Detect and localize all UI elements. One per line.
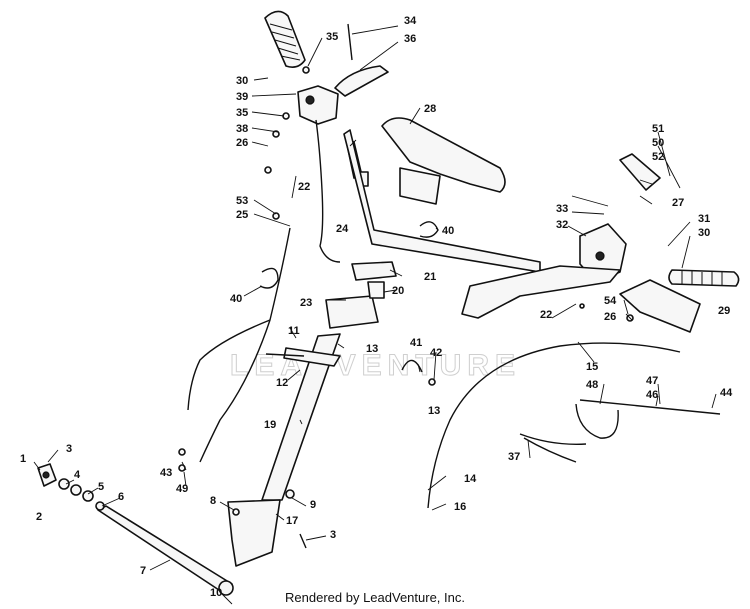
lower-clamp — [325, 295, 379, 329]
callout-30: 30 — [236, 75, 248, 87]
callout-50: 50 — [652, 137, 664, 149]
callout-54: 54 — [604, 295, 617, 307]
callout-28: 28 — [424, 103, 436, 115]
callout-27: 27 — [672, 197, 684, 209]
callout-8: 8 — [210, 495, 216, 507]
callout-10: 10 — [210, 587, 222, 599]
callout-17: 17 — [286, 515, 298, 527]
callout-6: 6 — [118, 491, 124, 503]
callout-43: 43 — [160, 467, 172, 479]
choke-cable — [187, 319, 271, 411]
callout-33: 33 — [556, 203, 568, 215]
callout-4: 4 — [74, 469, 81, 481]
callout-29: 29 — [718, 305, 730, 317]
callout-34: 34 — [404, 15, 417, 27]
callout-24: 24 — [336, 223, 349, 235]
leader-lines — [33, 25, 717, 605]
callout-20: 20 — [392, 285, 404, 297]
callout-13: 13 — [366, 343, 378, 355]
small-hardware — [178, 23, 634, 549]
callout-26: 26 — [236, 137, 248, 149]
callout-41: 41 — [410, 337, 422, 349]
callout-36: 36 — [404, 33, 416, 45]
right-grip — [668, 269, 740, 287]
callout-51: 51 — [652, 123, 664, 135]
lower-support — [227, 499, 281, 567]
callout-31: 31 — [698, 213, 710, 225]
steering-post — [261, 333, 341, 501]
callout-37: 37 — [508, 451, 520, 463]
callout-16: 16 — [454, 501, 466, 513]
clip-41 — [401, 359, 423, 373]
callout-9: 9 — [310, 499, 316, 511]
right-lever-base — [461, 265, 621, 319]
handlebar-pad — [381, 117, 506, 193]
upper-clamp — [351, 261, 397, 281]
tie-rod-end — [37, 463, 105, 511]
callouts: 1 2 3 3 4 5 6 7 8 9 10 11 12 13 13 14 15… — [20, 15, 733, 599]
throttle-cable-left — [199, 227, 291, 463]
harness-46-48 — [575, 399, 721, 439]
callout-52: 52 — [652, 151, 664, 163]
callout-32: 32 — [556, 219, 568, 231]
cable-15 — [427, 342, 681, 509]
callout-53: 53 — [236, 195, 248, 207]
callout-7: 7 — [140, 565, 146, 577]
pad-mount — [399, 167, 441, 205]
callout-2: 2 — [36, 511, 42, 523]
callout-12: 12 — [276, 377, 288, 389]
callout-26: 26 — [604, 311, 616, 323]
callout-22: 22 — [298, 181, 310, 193]
callout-11: 11 — [288, 325, 300, 337]
retaining-ring-left — [259, 267, 279, 289]
callout-22: 22 — [540, 309, 552, 321]
callout-21: 21 — [424, 271, 436, 283]
callout-14: 14 — [464, 473, 477, 485]
steering-arm — [97, 505, 233, 593]
left-grip — [264, 10, 306, 68]
callout-39: 39 — [236, 91, 248, 103]
callout-1: 1 — [20, 453, 26, 465]
callout-38: 38 — [236, 123, 248, 135]
callout-47: 47 — [646, 375, 658, 387]
callout-49: 49 — [176, 483, 188, 495]
footer-credit: Rendered by LeadVenture, Inc. — [285, 590, 465, 605]
callout-44: 44 — [720, 387, 733, 399]
retaining-ring-right — [419, 221, 439, 238]
callout-30: 30 — [698, 227, 710, 239]
callout-5: 5 — [98, 481, 104, 493]
callout-13: 13 — [428, 405, 440, 417]
clamp-bolt — [367, 281, 385, 299]
callout-19: 19 — [264, 419, 276, 431]
callout-48: 48 — [586, 379, 598, 391]
callout-3: 3 — [66, 443, 72, 455]
callout-23: 23 — [300, 297, 312, 309]
callout-40: 40 — [442, 225, 454, 237]
callout-25: 25 — [236, 209, 248, 221]
callout-3: 3 — [330, 529, 336, 541]
callout-35: 35 — [236, 107, 248, 119]
callout-42: 42 — [430, 347, 442, 359]
callout-40: 40 — [230, 293, 242, 305]
callout-15: 15 — [586, 361, 598, 373]
callout-46: 46 — [646, 389, 658, 401]
throttle-lever — [619, 279, 701, 333]
throttle-block — [619, 153, 661, 191]
callout-35: 35 — [326, 31, 338, 43]
left-control-housing — [297, 85, 339, 125]
left-cable — [315, 119, 341, 263]
arm-end — [218, 580, 234, 596]
brake-lever-left — [334, 65, 389, 97]
